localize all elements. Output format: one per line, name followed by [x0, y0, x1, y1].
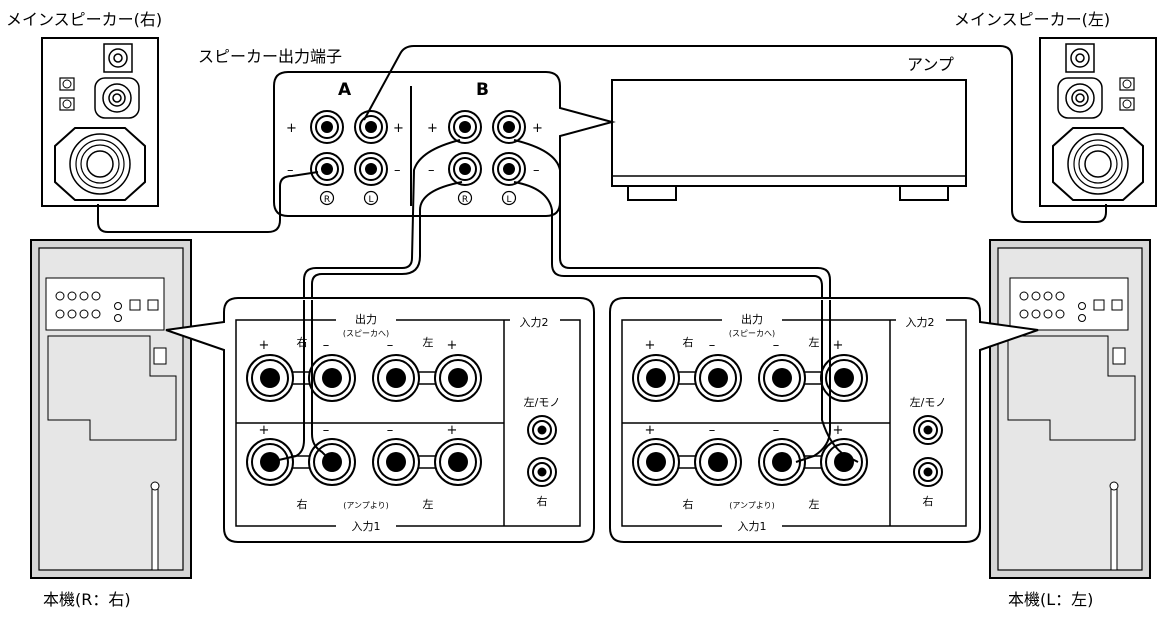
- output-sign: +: [447, 338, 458, 353]
- wire-a-to-speaker-right: [97, 171, 319, 233]
- b-l-mark: L: [506, 195, 511, 205]
- output-right-label: 右: [297, 335, 308, 349]
- input2-label: 入力2: [520, 316, 549, 329]
- input1-jack-l-minus: [758, 438, 806, 486]
- b-minus-right: –: [533, 163, 540, 178]
- output-sub-label: (スピーカへ): [729, 329, 775, 338]
- unit-left-cabinet: [989, 239, 1151, 579]
- output-label: 出力: [741, 312, 763, 326]
- main-speaker-left: [1039, 37, 1157, 207]
- terminal-b-r-minus: [448, 152, 482, 186]
- input1-label: 入力1: [738, 520, 767, 533]
- output-sign: –: [323, 338, 330, 353]
- output-left-label: 左: [423, 336, 434, 349]
- output-label: 出力: [355, 312, 377, 326]
- panel-unit-left: 出力(スピーカへ)入力2入力1(アンプより)++––––++右左右左左/モノ右: [609, 297, 1039, 543]
- input1-sign: –: [709, 423, 716, 438]
- input1-sign: +: [833, 423, 844, 438]
- input1-sub-label: (アンプより): [343, 501, 389, 510]
- output-sign: +: [259, 338, 270, 353]
- input2-jack-left-mono: [527, 415, 557, 445]
- terminal-a-r-minus: [310, 152, 344, 186]
- a-l-mark: L: [368, 195, 373, 205]
- output-jack-l-minus: [372, 354, 420, 402]
- input1-sign: –: [773, 423, 780, 438]
- speaker-left-label: メインスピーカー(左): [954, 10, 1110, 29]
- wire-end-left-minus: [795, 300, 831, 463]
- terminal-a-r-plus: [310, 110, 344, 144]
- a-plus-left: +: [286, 121, 297, 136]
- output-jack-r-minus: [308, 354, 356, 402]
- wire-a-left-loop: [363, 45, 1107, 223]
- b-plus-right: +: [532, 121, 543, 136]
- a-r-mark: R: [324, 195, 330, 205]
- input1-left-label: 左: [423, 498, 434, 511]
- input2-label: 入力2: [906, 316, 935, 329]
- input1-right-label: 右: [297, 497, 308, 511]
- amplifier: [611, 79, 967, 201]
- input1-sign: –: [387, 423, 394, 438]
- terminal-a-l-minus: [354, 152, 388, 186]
- input2-jack-right: [527, 457, 557, 487]
- unit-right-cabinet: [30, 239, 192, 579]
- input2-right-label: 右: [923, 494, 934, 508]
- wire-end-right-minus: [311, 300, 333, 463]
- input1-jack-l-plus: [820, 438, 868, 486]
- input1-sign: –: [323, 423, 330, 438]
- input2-left-mono-label: 左/モノ: [524, 396, 561, 409]
- input2-jack-left-mono: [913, 415, 943, 445]
- output-sub-label: (スピーカへ): [343, 329, 389, 338]
- output-right-label: 右: [683, 335, 694, 349]
- terminal-b-l-plus: [492, 110, 526, 144]
- input2-left-mono-label: 左/モノ: [910, 396, 947, 409]
- terminal-b-r-plus: [448, 110, 482, 144]
- input1-left-label: 左: [809, 498, 820, 511]
- output-jack-r-plus: [632, 354, 680, 402]
- output-left-label: 左: [809, 336, 820, 349]
- a-minus-left: –: [287, 163, 294, 178]
- terminal-b-l-minus: [492, 152, 526, 186]
- b-plus-left: +: [427, 121, 438, 136]
- panel-callout: [609, 297, 1039, 543]
- output-jack-r-minus: [694, 354, 742, 402]
- main-speaker-right: [41, 37, 159, 207]
- input1-jack-r-plus: [632, 438, 680, 486]
- input1-right-label: 右: [683, 497, 694, 511]
- input1-sign: +: [259, 423, 270, 438]
- terminal-title: スピーカー出力端子: [198, 47, 342, 66]
- output-sign: +: [833, 338, 844, 353]
- a-minus-right: –: [394, 163, 401, 178]
- speaker-right-label: メインスピーカー(右): [6, 10, 162, 29]
- wire-end-left-plus: [821, 300, 859, 463]
- input1-jack-r-minus: [694, 438, 742, 486]
- input2-right-label: 右: [537, 494, 548, 508]
- input1-sub-label: (アンプより): [729, 501, 775, 510]
- input1-sign: +: [447, 423, 458, 438]
- bank-b-label: B: [476, 80, 489, 100]
- output-sign: –: [709, 338, 716, 353]
- b-r-mark: R: [462, 195, 468, 205]
- input1-label: 入力1: [352, 520, 381, 533]
- b-minus-left: –: [428, 163, 435, 178]
- input1-jack-l-minus: [372, 438, 420, 486]
- bank-a-label: A: [338, 80, 352, 100]
- amp-label: アンプ: [907, 55, 954, 74]
- output-jack-l-plus: [434, 354, 482, 402]
- output-jack-r-plus: [246, 354, 294, 402]
- output-sign: +: [645, 338, 656, 353]
- input1-sign: +: [645, 423, 656, 438]
- input1-jack-l-plus: [434, 438, 482, 486]
- panel-unit-right: 出力(スピーカへ)入力2入力1(アンプより)++––––++右左右左左/モノ右: [165, 297, 595, 543]
- output-sign: –: [773, 338, 780, 353]
- output-sign: –: [387, 338, 394, 353]
- unit-left-label: 本機(L：左): [1008, 590, 1093, 609]
- wire-end-right-plus: [269, 300, 305, 463]
- terminal-a-l-plus: [354, 110, 388, 144]
- input2-jack-right: [913, 457, 943, 487]
- output-jack-l-plus: [820, 354, 868, 402]
- a-plus-right: +: [393, 121, 404, 136]
- unit-right-label: 本機(R：右): [43, 590, 131, 609]
- output-jack-l-minus: [758, 354, 806, 402]
